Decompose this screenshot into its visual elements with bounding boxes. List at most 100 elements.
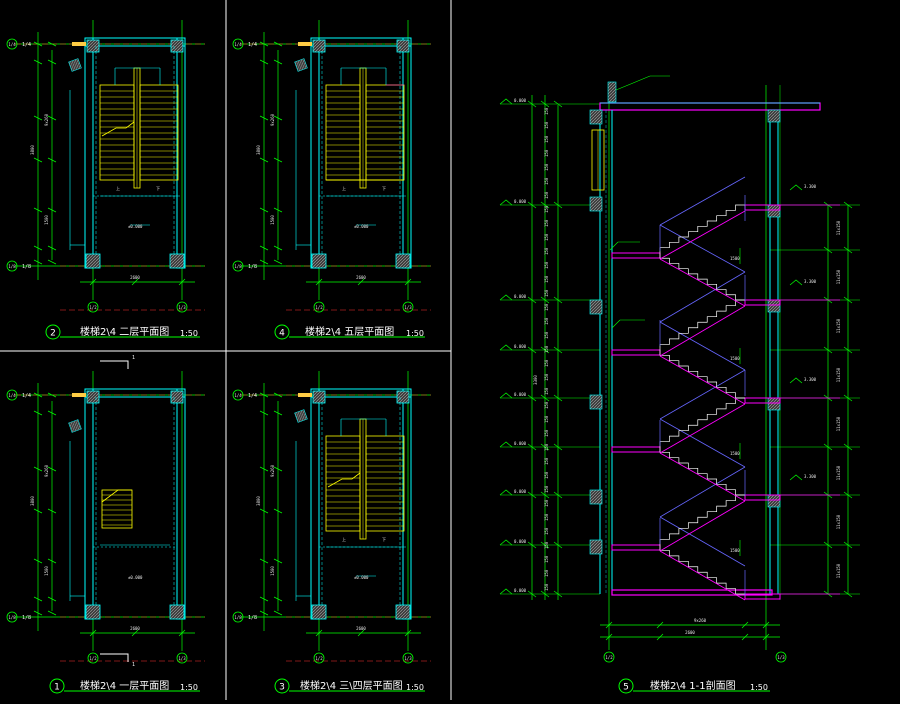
dim-text: 150 [544, 359, 549, 367]
column [85, 253, 101, 269]
panel-scale: 1:50 [180, 683, 198, 692]
dim-text: 150 [544, 527, 549, 535]
dim-text: 2600 [130, 275, 140, 280]
lintel [589, 196, 603, 212]
dim-text: 150 [544, 331, 549, 339]
panel-scale: 1:50 [406, 683, 424, 692]
grid-bubble [232, 611, 244, 623]
column [312, 390, 326, 404]
grid-bubble [176, 652, 188, 664]
dim-text: 150 [544, 443, 549, 451]
dim-text: 11x150 [836, 465, 841, 480]
beam [767, 494, 781, 508]
dim-text: 150 [544, 149, 549, 157]
dim-text: 3800 [256, 496, 261, 506]
grid-label: 1/8 [248, 264, 257, 270]
floor-slab [744, 299, 781, 306]
door-swing [68, 419, 82, 433]
grid-bubble [6, 611, 18, 623]
window-mark [298, 393, 312, 397]
title-panel-2: 2 楼梯2\4 二层平面图 1:50 [45, 324, 200, 340]
dim-text: 1500 [270, 215, 275, 225]
stair-steps [659, 350, 745, 399]
dim-text: 1500 [44, 566, 49, 576]
grid-bubble-label: 1/2 [605, 655, 613, 660]
beam [767, 109, 781, 123]
landing-slab [611, 349, 661, 356]
column [312, 39, 326, 53]
dim-text: 1500 [270, 566, 275, 576]
level-text: ±0.000 [354, 224, 369, 229]
stair-steps [659, 204, 745, 253]
level-text: 0.000 [514, 98, 527, 103]
grid-bubble-label: 1/4 [234, 393, 242, 398]
level-text: ±0.000 [128, 224, 143, 229]
level-mark [499, 344, 513, 351]
window-mark [298, 42, 312, 46]
stair-flight-left [99, 84, 135, 181]
stair-steps [659, 494, 745, 545]
column [311, 604, 327, 620]
grid-bubble [603, 651, 615, 663]
grid-bubble [6, 38, 18, 50]
level-mark [789, 184, 803, 191]
panel-number: 2 [50, 329, 56, 339]
level-mark [499, 489, 513, 496]
grid-bubble [87, 301, 99, 313]
panel-number-circle [618, 678, 634, 694]
panel-scale: 1:50 [750, 683, 768, 692]
level-mark [499, 294, 513, 301]
panel-title: 楼梯2\4 三\四层平面图 [300, 679, 403, 692]
grid-bubble-label: 1/8 [8, 615, 16, 620]
direction-label: 上 [342, 185, 346, 191]
panel-number-circle [49, 678, 65, 694]
grid-bubble [775, 651, 787, 663]
grid-bubble-label: 1/3 [404, 656, 412, 661]
panel-number: 5 [623, 683, 629, 693]
wall-right [176, 388, 186, 620]
ground-slab [611, 589, 773, 596]
stair-break [327, 472, 361, 488]
grid-bubble-label: 1/8 [8, 264, 16, 269]
stair-flight-right [139, 84, 179, 181]
panel-number: 4 [279, 329, 285, 339]
dim-text: 1500 [730, 256, 740, 261]
column [170, 390, 184, 404]
dim-text: 150 [544, 569, 549, 577]
wall-top [310, 388, 412, 398]
dim-text: 150 [544, 233, 549, 241]
dim-text: 150 [544, 135, 549, 143]
grid-bubble [232, 38, 244, 50]
direction-label: 下 [382, 537, 386, 542]
grid-bubble-label: 1/4 [234, 42, 242, 47]
dim-text: 150 [544, 219, 549, 227]
wall-top [310, 37, 412, 47]
dim-text: 150 [544, 107, 549, 115]
dim-text: 11x150 [836, 514, 841, 529]
dim-text: 150 [544, 541, 549, 549]
dim-text: 9x260 [694, 618, 707, 623]
grid-bubble-label: 1/3 [404, 305, 412, 310]
title-panel-1: 1 楼梯2\4 一层平面图 1:50 [49, 678, 200, 694]
dim-text: 150 [544, 401, 549, 409]
grid-bubble [87, 652, 99, 664]
stair-steps [659, 545, 745, 595]
dim-text: 150 [544, 471, 549, 479]
direction-label: 上 [342, 536, 346, 542]
stair-flight-left [325, 435, 361, 532]
title-panel-4: 4 楼梯2\4 五层平面图 1:50 [274, 324, 425, 340]
dim-text: 9x260 [44, 113, 49, 126]
level-text: 0.000 [514, 489, 527, 494]
dim-text: 2600 [685, 630, 695, 635]
section-marker-label: 1 [132, 662, 135, 668]
title-panel-3: 3 楼梯2\4 三\四层平面图 1:50 [274, 678, 425, 694]
dim-text: 150 [544, 261, 549, 269]
dim-text: 1500 [44, 215, 49, 225]
lintel [589, 539, 603, 555]
dim-text: 150 [544, 303, 549, 311]
section-marker-label: 1 [132, 355, 135, 361]
